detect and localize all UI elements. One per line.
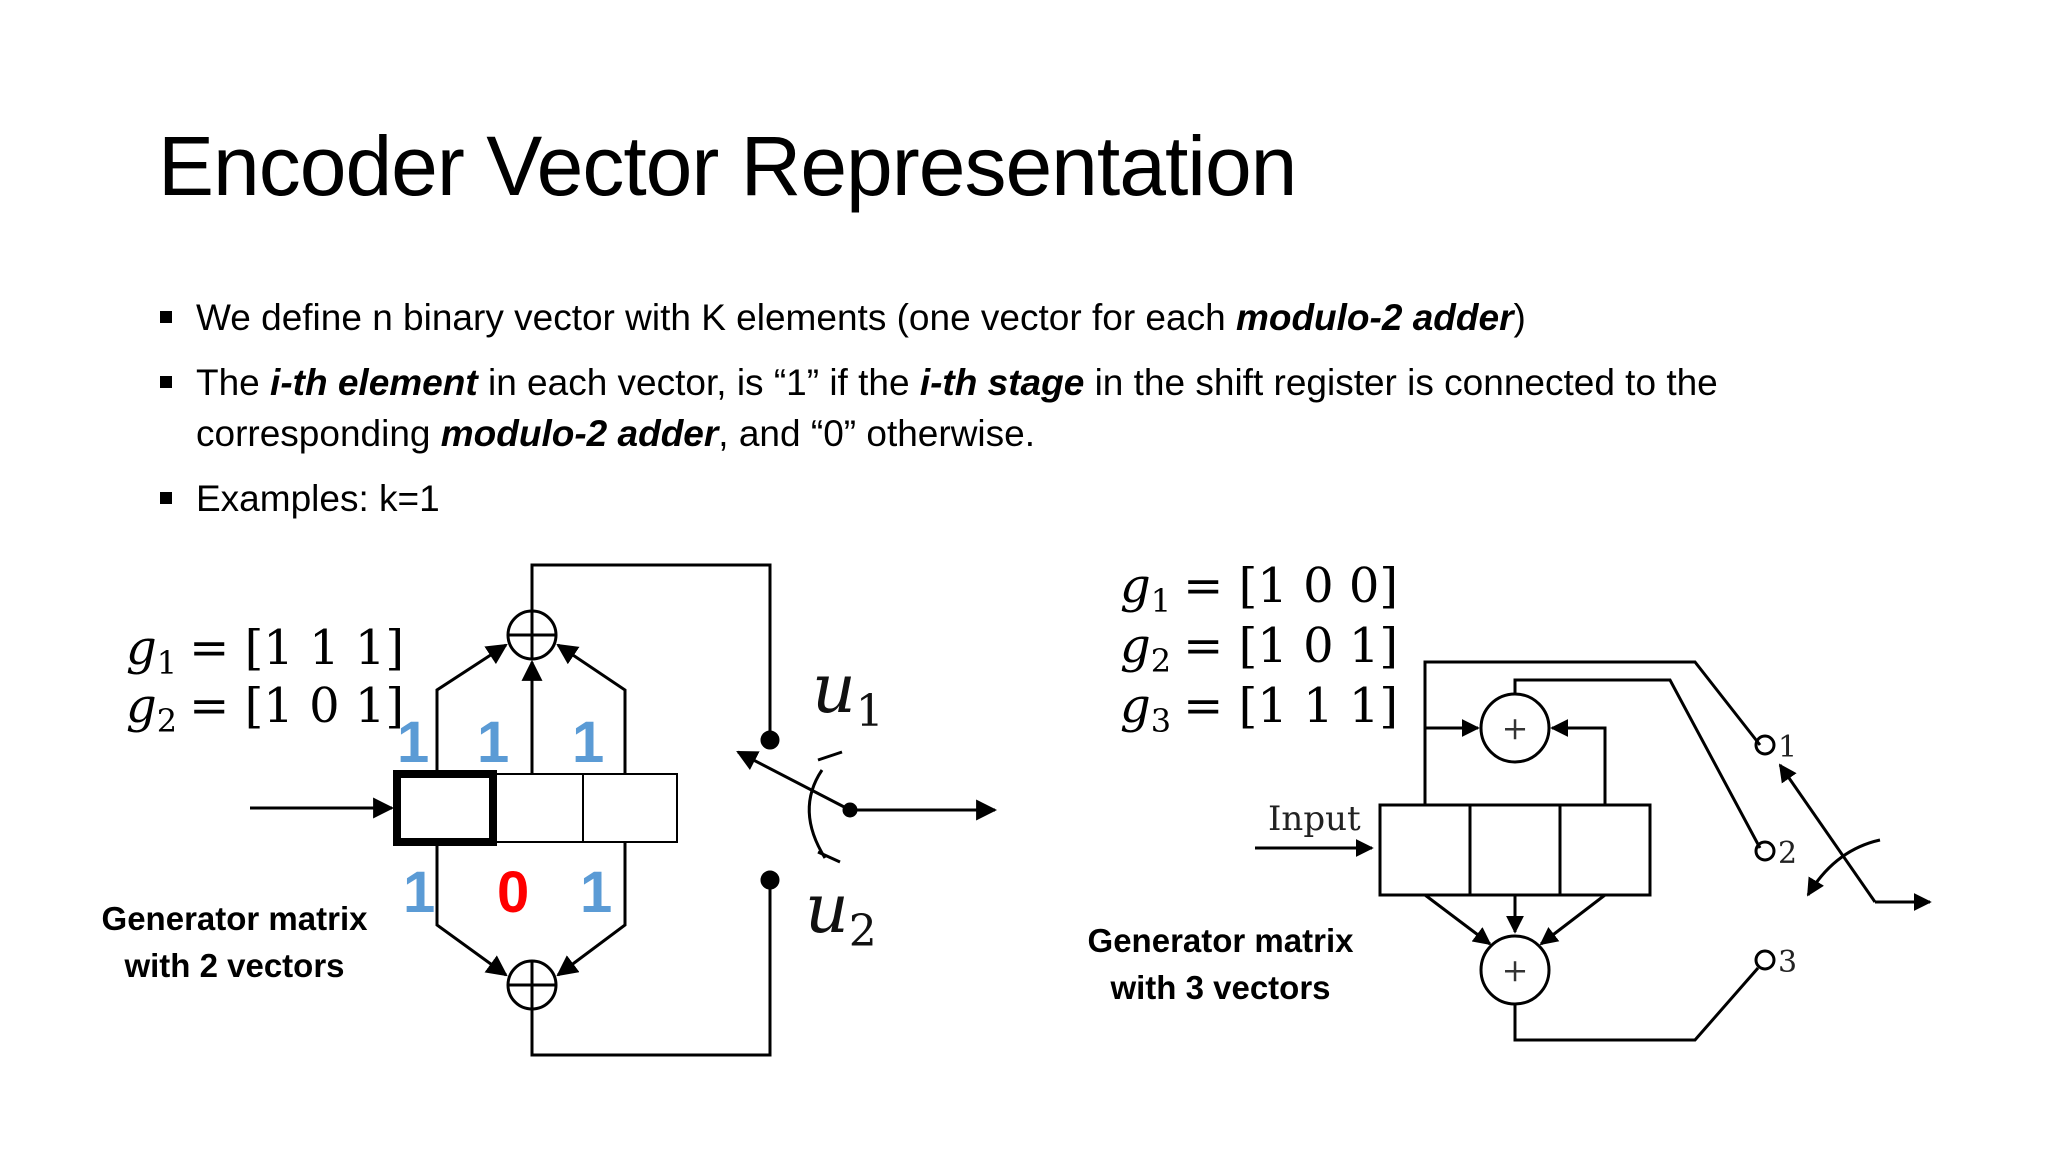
output-2-label: 2 bbox=[1778, 836, 1797, 871]
output-1-label: 1 bbox=[1778, 730, 1797, 765]
right-caption-line2: with 3 vectors bbox=[1110, 969, 1331, 1006]
bullet-marker bbox=[160, 311, 172, 323]
top-adder-input-3 bbox=[1550, 719, 1607, 805]
top-bit-2: 1 bbox=[477, 710, 509, 775]
register-stage-3 bbox=[1558, 803, 1652, 897]
left-g1-equation: g1= [1 1 1] bbox=[126, 620, 404, 682]
g1-connection bbox=[1423, 660, 1762, 805]
bottom-bit-3: 1 bbox=[580, 860, 612, 925]
output-3-label: 3 bbox=[1778, 945, 1797, 980]
bottom-connection-1 bbox=[435, 842, 508, 977]
top-adder-plus: + bbox=[1502, 709, 1529, 747]
switch-arc-tick-bottom bbox=[817, 850, 841, 864]
output-terminal-1 bbox=[1754, 734, 1776, 756]
commutator-arm bbox=[1778, 763, 1877, 903]
register-stage-1 bbox=[393, 770, 497, 846]
output-switch bbox=[736, 750, 851, 812]
switch-rotation-arc bbox=[807, 769, 827, 859]
right-caption-line1: Generator matrix bbox=[1087, 922, 1354, 959]
left-caption-line2: with 2 vectors bbox=[124, 947, 345, 984]
right-generator-vectors: g1= [1 0 0] g2= [1 0 1] g3= [1 1 1] bbox=[1120, 558, 1398, 740]
right-labels: Input 1 2 3 bbox=[1268, 730, 1797, 980]
bottom-adder-output bbox=[530, 880, 772, 1057]
left-generator-vectors: g1= [1 1 1] g2= [1 0 1] bbox=[126, 620, 404, 740]
g2-output-line bbox=[1513, 678, 1762, 849]
bottom-bit-2: 0 bbox=[497, 860, 529, 925]
top-bit-3: 1 bbox=[572, 710, 604, 775]
bottom-bit-1: 1 bbox=[403, 860, 435, 925]
register-stage-3 bbox=[582, 773, 678, 843]
left-bit-labels: 1 1 1 1 0 1 bbox=[397, 710, 612, 925]
bullet-text: The i-th element in each vector, is “1” … bbox=[196, 362, 1718, 454]
u1-label: u1 bbox=[812, 650, 884, 737]
register-stage-2 bbox=[1468, 803, 1562, 897]
bullet-marker bbox=[160, 492, 172, 504]
bullet-item: We define n binary vector with K element… bbox=[158, 292, 1918, 343]
slide-title: Encoder Vector Representation bbox=[158, 119, 1297, 213]
u2-contact bbox=[760, 870, 780, 890]
bottom-adder-input-3 bbox=[1539, 893, 1606, 946]
right-caption: Generator matrix with 3 vectors bbox=[1068, 917, 1373, 1011]
bottom-connection-3 bbox=[556, 842, 627, 977]
register-stage-2 bbox=[492, 773, 584, 843]
left-encoder-diagram bbox=[250, 563, 998, 1057]
top-connection-3 bbox=[556, 643, 627, 774]
left-output-labels: u1 u2 bbox=[805, 650, 884, 957]
right-g3-equation: g3= [1 1 1] bbox=[1120, 678, 1398, 740]
right-g1-equation: g1= [1 0 0] bbox=[1120, 558, 1398, 620]
bullet-text: We define n binary vector with K element… bbox=[196, 297, 1526, 338]
top-connection-1 bbox=[435, 643, 508, 774]
switch-arc-tick-top bbox=[817, 750, 843, 762]
g3-output-line bbox=[1513, 967, 1760, 1042]
left-g2-equation: g2= [1 0 1] bbox=[126, 678, 404, 740]
right-adder-symbols: + + bbox=[1502, 709, 1529, 989]
bottom-adder-input-1 bbox=[1424, 893, 1492, 946]
top-bit-1: 1 bbox=[397, 710, 429, 775]
right-encoder-diagram bbox=[1255, 660, 1932, 1042]
register-stage-1 bbox=[1378, 803, 1472, 897]
u1-contact bbox=[760, 730, 780, 750]
commutator-rotation-arc bbox=[1806, 838, 1881, 897]
top-adder-output bbox=[530, 563, 772, 740]
left-caption-line1: Generator matrix bbox=[101, 900, 368, 937]
u2-label: u2 bbox=[805, 870, 877, 957]
bullet-text: Examples: k=1 bbox=[196, 478, 440, 519]
left-caption: Generator matrix with 2 vectors bbox=[82, 895, 387, 989]
bottom-adder-plus: + bbox=[1502, 951, 1529, 989]
bullet-marker bbox=[160, 376, 172, 388]
output-terminal-3 bbox=[1754, 949, 1776, 971]
right-g2-equation: g2= [1 0 1] bbox=[1120, 618, 1398, 680]
input-label: Input bbox=[1268, 799, 1361, 839]
bullet-list: We define n binary vector with K element… bbox=[158, 292, 1918, 538]
bullet-item: Examples: k=1 bbox=[158, 473, 1918, 524]
output-terminal-2 bbox=[1754, 840, 1776, 862]
bullet-item: The i-th element in each vector, is “1” … bbox=[158, 357, 1918, 459]
